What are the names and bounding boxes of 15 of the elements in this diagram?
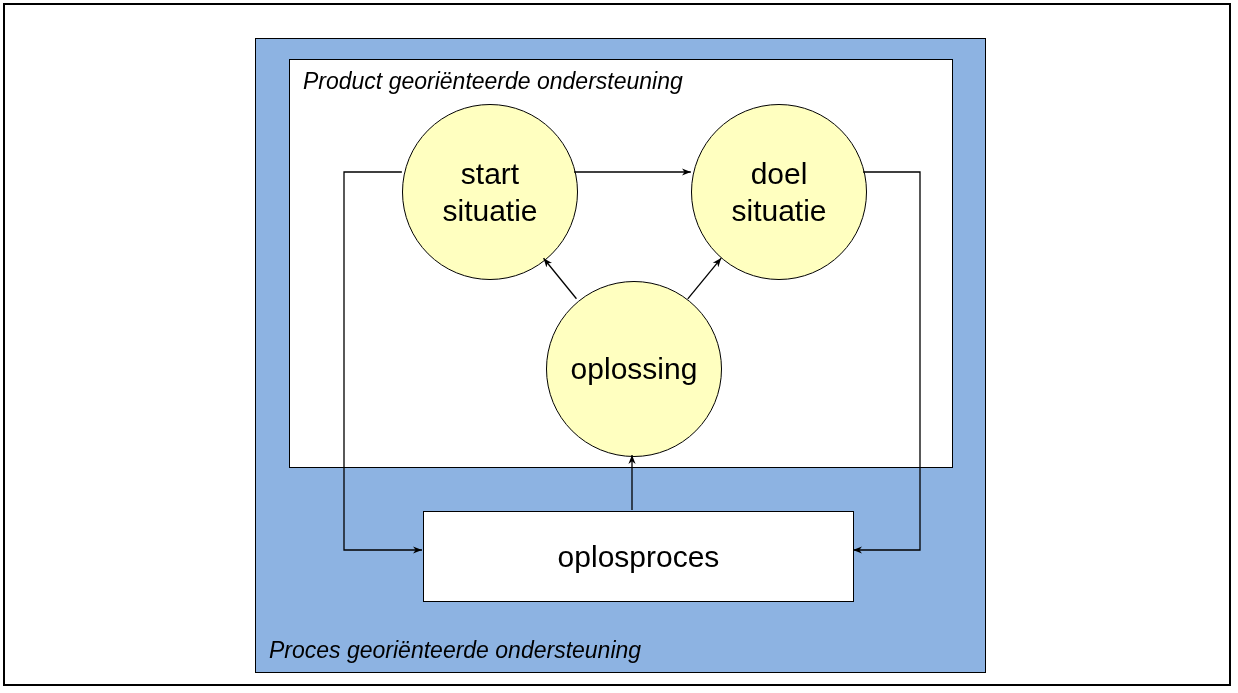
process-box: [423, 511, 854, 602]
arrow: [687, 257, 722, 300]
arrow: [542, 257, 578, 300]
process-region: [255, 38, 986, 673]
arrow: [628, 454, 636, 511]
node-label: doel situatie: [730, 155, 828, 229]
node-label: start situatie: [441, 155, 539, 229]
node-label: oplossing: [569, 351, 699, 388]
region-title: Product georiënteerde ondersteuning: [303, 68, 683, 95]
arrow: [852, 171, 921, 554]
product-region: [289, 59, 953, 468]
arrow: [573, 168, 692, 176]
region-title: Proces georiënteerde ondersteuning: [269, 637, 642, 664]
arrow: [343, 171, 423, 554]
node-label: oplosproces: [557, 538, 720, 575]
